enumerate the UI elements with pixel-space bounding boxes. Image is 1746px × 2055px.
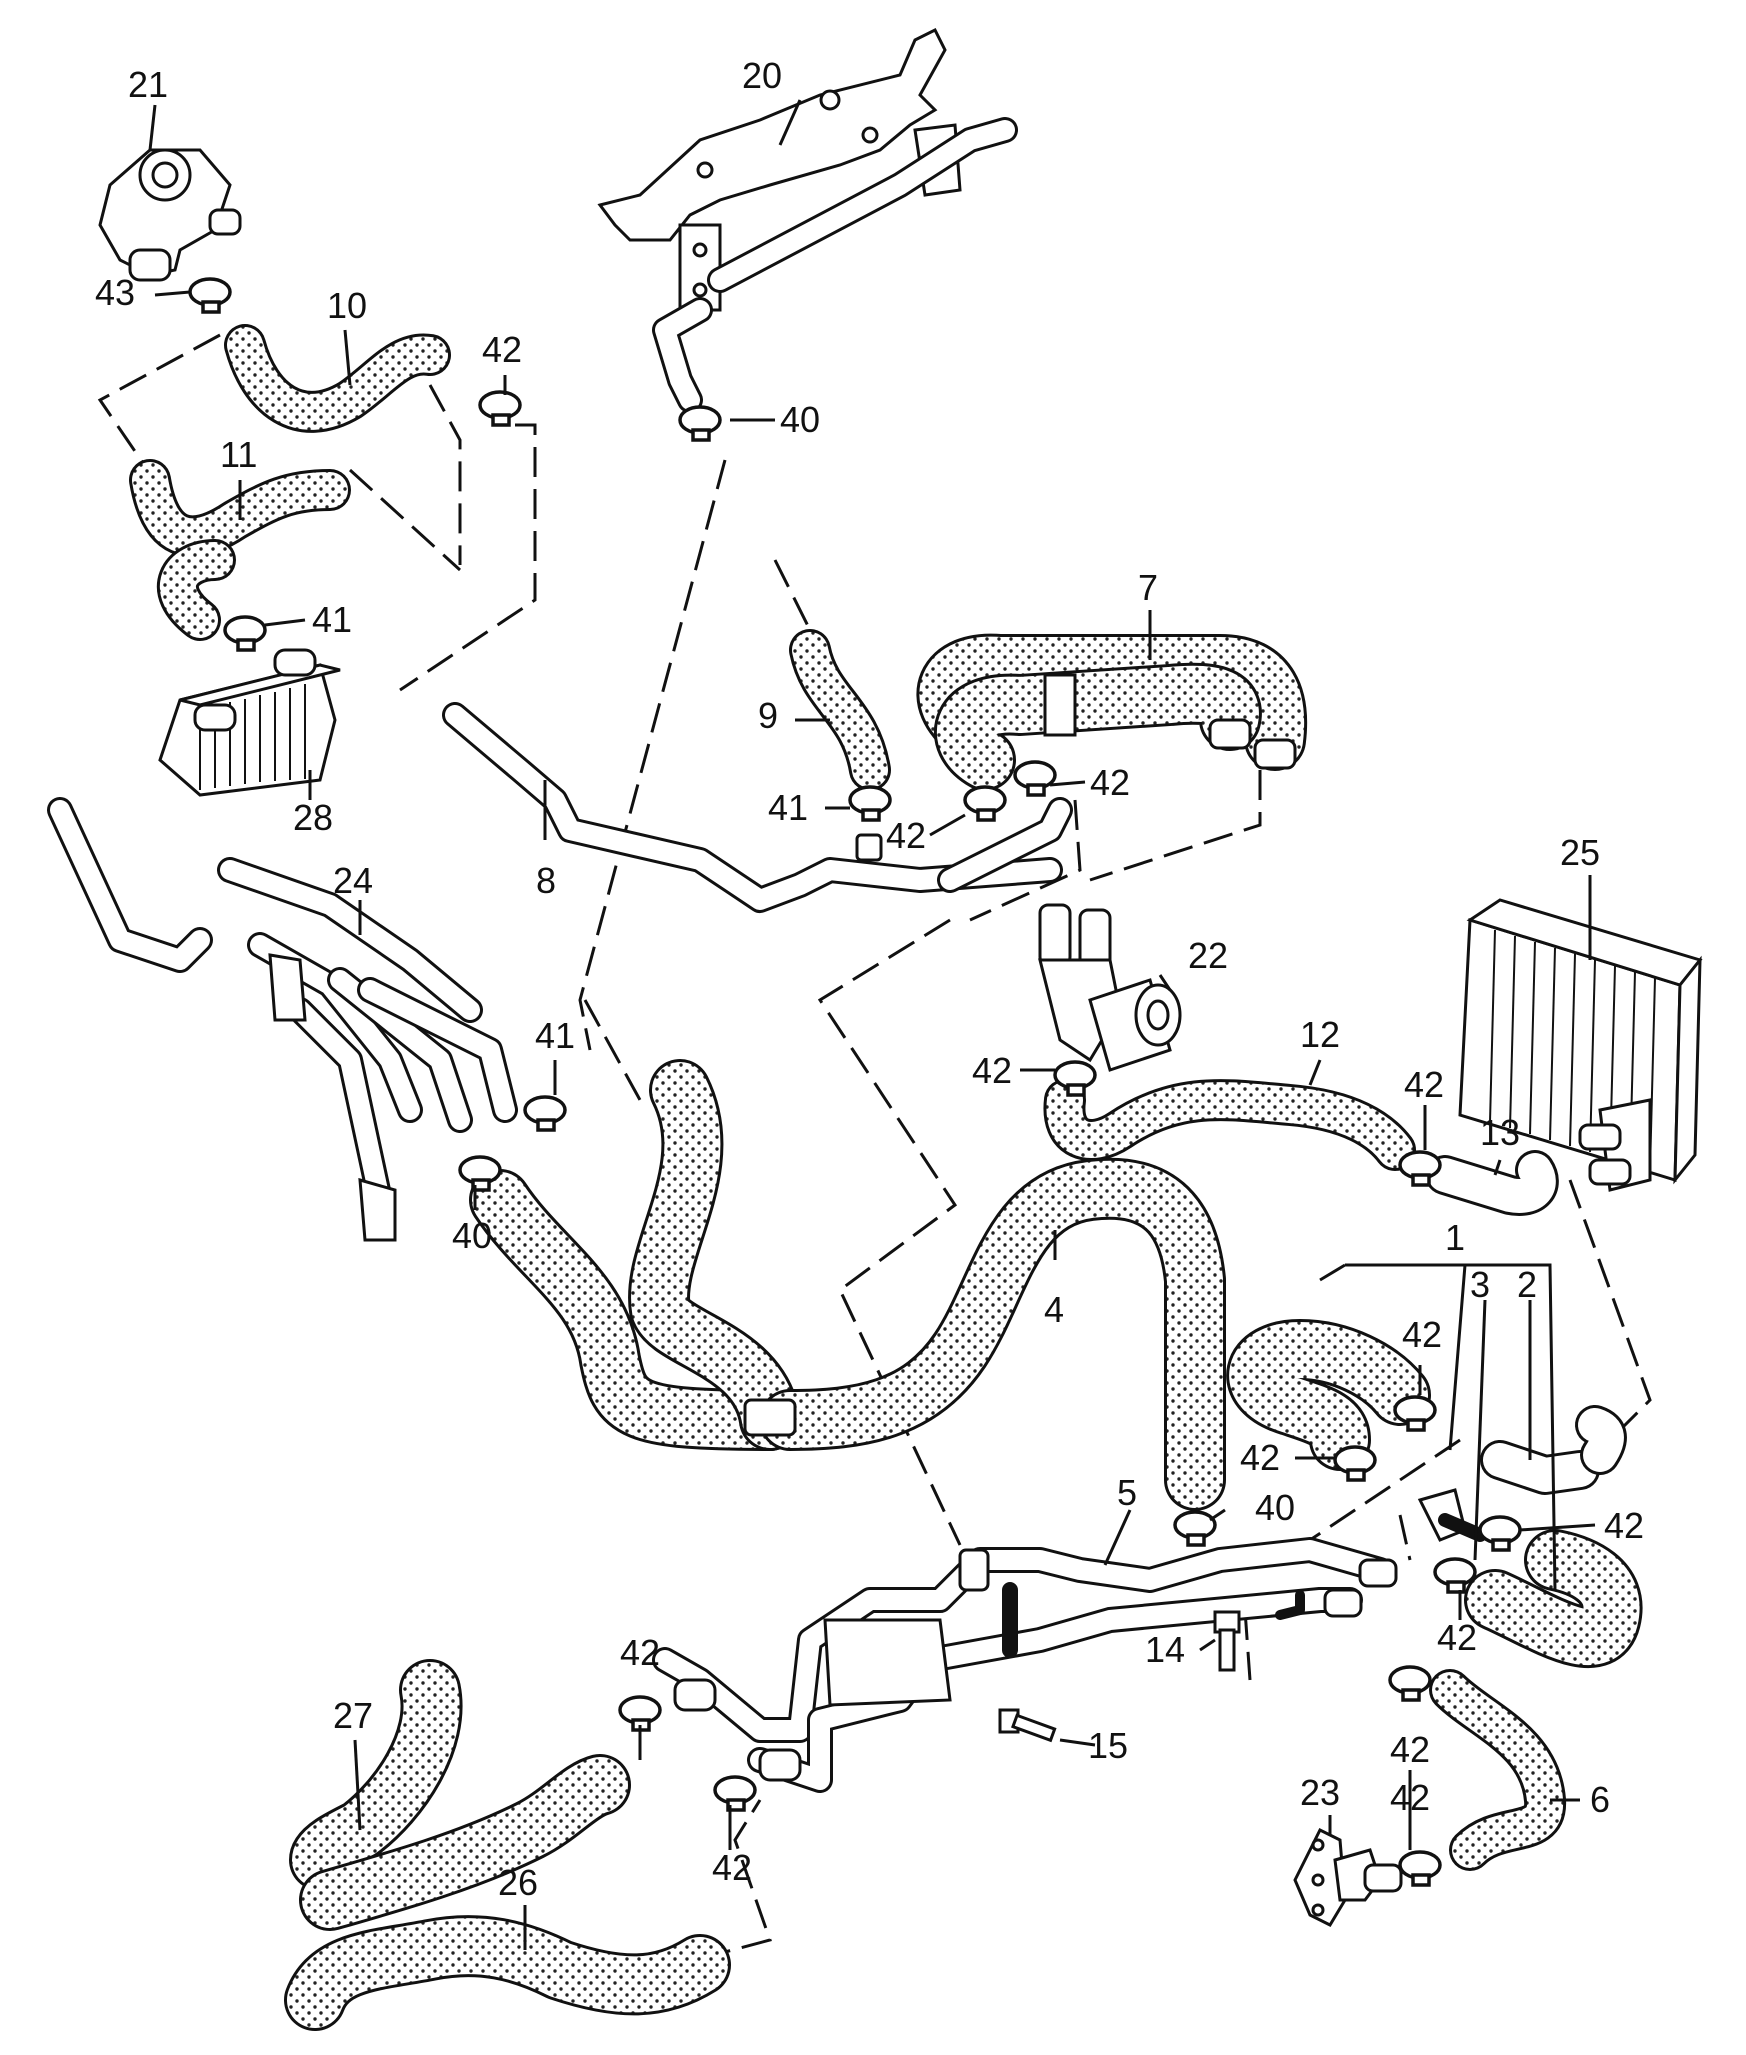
callout-28: 28 (293, 797, 333, 838)
assembly-dash-lines (97, 333, 1652, 1982)
thermostat-housing-21 (98, 148, 242, 282)
clamp-42-upper-left (478, 390, 522, 427)
hose-26 (284, 1915, 731, 2031)
clamp-42-hose-1-c (1478, 1515, 1522, 1552)
callout-42-hose-6-top: 42 (1390, 1729, 1430, 1770)
callout-40-bracket: 40 (780, 399, 820, 440)
callout-43: 43 (95, 272, 135, 313)
clamp-41-pipe-24 (523, 1095, 567, 1132)
oil-cooler-28 (158, 648, 341, 797)
callout-42-hose-1-b: 42 (1240, 1437, 1280, 1478)
clamp-42-hose-12 (1398, 1150, 1442, 1187)
callout-11: 11 (220, 434, 257, 475)
clamp-40-bracket (678, 405, 722, 442)
clamp-41-oil-cooler (223, 615, 267, 652)
clamp-42-hose-26 (713, 1775, 757, 1812)
callout-10: 10 (327, 285, 367, 326)
callout-25: 25 (1560, 832, 1600, 873)
clamp-43 (188, 277, 232, 314)
callout-42-pipe-5: 42 (1437, 1617, 1477, 1658)
hose-6 (1429, 1669, 1566, 1871)
clamp-42-hose-6-top (1388, 1665, 1432, 1702)
callout-42-hose-27: 42 (620, 1632, 660, 1673)
callout-4: 4 (1044, 1289, 1064, 1330)
callout-42-upper-left: 42 (482, 329, 522, 370)
callout-42-hose-26: 42 (712, 1847, 752, 1888)
callout-5: 5 (1117, 1472, 1137, 1513)
clamp-42-pump (1053, 1060, 1097, 1097)
callout-21: 21 (128, 64, 168, 105)
pipe-stub-26 (758, 1748, 802, 1782)
clamp-41-hose-9 (848, 785, 892, 822)
pipe-5 (652, 1537, 1398, 1793)
callout-6: 6 (1590, 1779, 1610, 1820)
callout-24: 24 (333, 860, 373, 901)
pipe-8 (442, 702, 1073, 913)
callout-40-pipe-24: 40 (452, 1215, 492, 1256)
hose-10 (224, 324, 451, 433)
callout-20: 20 (742, 55, 782, 96)
clamp-42-hose-1-b (1333, 1445, 1377, 1482)
hose-1-assembly (1226, 1319, 1643, 1668)
hose-9 (789, 629, 891, 791)
callout-42-hose-12: 42 (1404, 1064, 1444, 1105)
callout-26: 26 (498, 1862, 538, 1903)
callout-41-cooler: 41 (312, 599, 352, 640)
callout-41-hose-9: 41 (768, 787, 808, 828)
auxiliary-pump-22 (1038, 903, 1182, 1072)
flange-23 (1293, 1827, 1403, 1927)
callout-42-hose-1-a: 42 (1402, 1314, 1442, 1355)
clamp-42-pipe-5 (1433, 1557, 1477, 1594)
clamp-42-hose-6-bottom (1398, 1850, 1442, 1887)
clamp-42-hose-1-a (1393, 1395, 1437, 1432)
hose-13 (1425, 1150, 1559, 1216)
callout-42-pump: 42 (972, 1050, 1012, 1091)
callout-15: 15 (1088, 1725, 1128, 1766)
callout-8: 8 (536, 860, 556, 901)
callout-27: 27 (333, 1695, 373, 1736)
clamp-40-hose-4 (1173, 1510, 1217, 1547)
callout-2: 2 (1517, 1264, 1537, 1305)
callout-42-hose-6-bottom: 42 (1390, 1777, 1430, 1818)
heater-core-25 (1458, 898, 1703, 1192)
hose-12 (1043, 1079, 1416, 1171)
clamp-42-hose-7-b (1013, 760, 1057, 797)
callout-42-hose-1-c: 42 (1604, 1505, 1644, 1546)
callout-1: 1 (1445, 1217, 1465, 1258)
clamp-42-hose-7-a (963, 785, 1007, 822)
callout-22: 22 (1188, 935, 1228, 976)
clamp-40-pipe-24 (458, 1155, 502, 1192)
hose-11 (129, 459, 351, 641)
callout-40-hose-4: 40 (1255, 1487, 1295, 1528)
callout-7: 7 (1138, 567, 1158, 608)
bracket-20 (597, 27, 1018, 413)
callout-9: 9 (758, 695, 778, 736)
callout-41-pipe-24: 41 (535, 1015, 575, 1056)
bolt-15 (998, 1708, 1057, 1743)
callout-labels: 1 2 3 4 5 6 7 8 9 10 11 12 13 14 15 20 2… (95, 55, 1644, 1903)
leader-lines (148, 99, 1596, 1950)
hose-27 (289, 1659, 631, 1931)
callout-42-hose-7-a: 42 (886, 815, 926, 856)
hose-7 (916, 633, 1308, 791)
pipe-assembly-24 (47, 797, 518, 1242)
bolt-14 (1213, 1610, 1241, 1672)
callout-14: 14 (1145, 1629, 1185, 1670)
callout-13: 13 (1480, 1112, 1520, 1153)
callout-42-hose-7-b: 42 (1090, 762, 1130, 803)
callout-23: 23 (1300, 1772, 1340, 1813)
hose-4 (469, 1059, 1226, 1511)
callout-3: 3 (1470, 1264, 1490, 1305)
pipe-stub-27 (673, 1678, 717, 1712)
callout-12: 12 (1300, 1014, 1340, 1055)
